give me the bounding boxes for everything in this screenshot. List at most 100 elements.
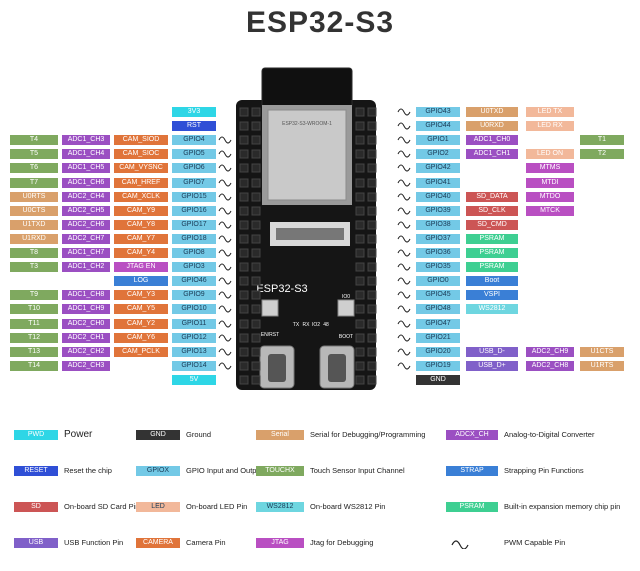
right-header-pin	[355, 163, 365, 173]
left-func-2-2: CAM_SIOD	[114, 135, 168, 145]
right-func-2-0: ADC1_CH0	[466, 135, 518, 145]
right-func-18-1: ADC2_CH8	[526, 361, 574, 371]
right-pin-gpio35: GPIO35	[416, 262, 460, 272]
left-func-14-0: T10	[10, 304, 58, 314]
right-header-pin	[367, 276, 377, 286]
left-pin-gpio4: GPIO4	[172, 135, 216, 145]
pwm-icon	[218, 221, 232, 229]
left-func-9-2: CAM_Y7	[114, 234, 168, 244]
right-func-4-1: MTMS	[526, 163, 574, 173]
legend-swatch-power: PWD	[14, 430, 58, 440]
left-header-pin	[251, 234, 261, 244]
pwm-icon	[218, 207, 232, 215]
pwm-icon	[218, 179, 232, 187]
right-pin-gpio37: GPIO37	[416, 234, 460, 244]
left-func-12: LOG	[114, 276, 168, 286]
pwm-icon	[397, 164, 411, 172]
left-func-9-1: ADC2_CH7	[62, 234, 110, 244]
left-header-pin	[239, 220, 249, 230]
left-header-pin	[251, 276, 261, 286]
left-header-pin	[239, 375, 249, 385]
left-func-3-2: CAM_SIOC	[114, 149, 168, 159]
left-header-pin	[239, 234, 249, 244]
right-pin-gpio47: GPIO47	[416, 319, 460, 329]
left-func-14-1: ADC1_CH9	[62, 304, 110, 314]
left-func-9-0: U1RXD	[10, 234, 58, 244]
left-func-15-0: T11	[10, 319, 58, 329]
left-func-8-2: CAM_Y8	[114, 220, 168, 230]
legend-swatch-jtag: JTAG	[256, 538, 304, 548]
legend-label-touch: Touch Sensor Input Channel	[310, 466, 405, 475]
left-header-pin	[239, 319, 249, 329]
right-header-pin	[367, 220, 377, 230]
pwm-icon	[218, 334, 232, 342]
pwm-icon	[218, 305, 232, 313]
right-pin-gpio21: GPIO21	[416, 333, 460, 343]
pwm-icon	[397, 334, 411, 342]
right-func-3-1: LED ON	[526, 149, 574, 159]
left-func-10-2: CAM_Y4	[114, 248, 168, 258]
fpc-slot	[276, 228, 344, 240]
right-pin-gpio1: GPIO1	[416, 135, 460, 145]
pwm-icon	[218, 348, 232, 356]
left-func-7-2: CAM_Y9	[114, 206, 168, 216]
right-func-6-0: SD_DATA	[466, 192, 518, 202]
pwm-icon	[397, 150, 411, 158]
left-pin-gpio14: GPIO14	[172, 361, 216, 371]
right-func-3-2: T2	[580, 149, 624, 159]
left-header-pin	[239, 121, 249, 131]
pwm-icon	[218, 136, 232, 144]
right-header-pin	[355, 248, 365, 258]
left-header-pin	[239, 192, 249, 202]
boot-button[interactable]	[337, 299, 355, 317]
left-func-8-0: U1TXD	[10, 220, 58, 230]
left-func-16-1: ADC2_CH1	[62, 333, 110, 343]
right-pin-gpio43: GPIO43	[416, 107, 460, 117]
left-header-pin	[239, 262, 249, 272]
boot-label: BOOT	[339, 334, 353, 340]
pwm-icon	[397, 235, 411, 243]
right-pin-gpio20: GPIO20	[416, 347, 460, 357]
right-func-7-0: SD_CLK	[466, 206, 518, 216]
right-header-pin	[355, 276, 365, 286]
legend-label-adc: Analog-to-Digital Converter	[504, 430, 595, 439]
right-header-pin	[367, 121, 377, 131]
right-header-pin	[355, 375, 365, 385]
right-header-pin	[367, 319, 377, 329]
pwm-icon	[397, 193, 411, 201]
left-header-pin	[251, 107, 261, 117]
right-header-pin	[355, 107, 365, 117]
left-header-pin	[251, 361, 261, 371]
left-pin-gpio13: GPIO13	[172, 347, 216, 357]
legend-swatch-reset: RESET	[14, 466, 58, 476]
pwm-icon	[397, 362, 411, 370]
left-func-2-0: T4	[10, 135, 58, 145]
legend-label-pwm: PWM Capable Pin	[504, 538, 566, 547]
left-header-pin	[251, 290, 261, 300]
board-diagram: ESP32-S3-WROOM-1 ESP32-S3 BOOT IO0 EN/RS…	[218, 67, 411, 390]
left-header-pin	[239, 290, 249, 300]
legend-swatch-gpio: GPIOX	[136, 466, 180, 476]
right-pin-gpio48: GPIO48	[416, 304, 460, 314]
io0-label: IO0	[342, 294, 350, 300]
left-pin-gpio18: GPIO18	[172, 234, 216, 244]
right-header-pin	[355, 178, 365, 188]
reset-button[interactable]	[261, 299, 279, 317]
left-header-pin	[239, 149, 249, 159]
left-header-pin	[239, 135, 249, 145]
right-func-3-0: ADC1_CH1	[466, 149, 518, 159]
pin-label-48: 48	[323, 322, 329, 328]
left-pin-gpio5: GPIO5	[172, 149, 216, 159]
right-pin-gpio2: GPIO2	[416, 149, 460, 159]
left-func-11-1: ADC1_CH2	[62, 262, 110, 272]
left-func-7-1: ADC2_CH5	[62, 206, 110, 216]
left-func-8-1: ADC2_CH6	[62, 220, 110, 230]
left-func-11-0: T3	[10, 262, 58, 272]
legend-swatch-touch: TOUCHX	[256, 466, 304, 476]
right-func-17-0: USB_D-	[466, 347, 518, 357]
right-header-pin	[367, 304, 377, 314]
right-func-12-0: Boot	[466, 276, 518, 286]
left-pin-rst: RST	[172, 121, 216, 131]
left-header-pin	[251, 149, 261, 159]
pwm-icon	[218, 362, 232, 370]
